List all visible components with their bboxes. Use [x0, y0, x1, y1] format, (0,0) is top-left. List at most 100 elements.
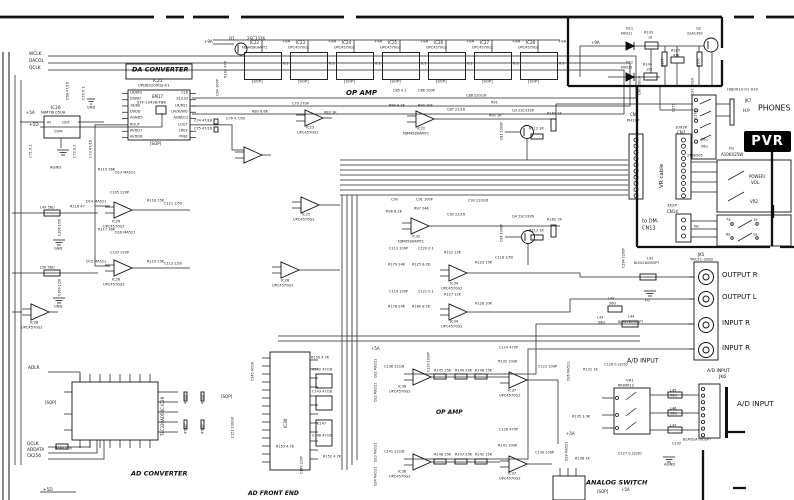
c154: 4700P	[183, 423, 188, 434]
cn6-ref: CN6	[630, 112, 639, 117]
port-output-l: OUTPUT L	[722, 293, 757, 301]
signal-qclk: QCLK	[29, 65, 41, 71]
vr1-part: RK09K12	[618, 383, 634, 388]
c108: C108 1/50	[57, 218, 62, 236]
ic-block-ref-IC27: IC27	[480, 40, 490, 45]
r102: R102 470	[223, 61, 228, 78]
l41-part: BLM21B050SPT	[634, 261, 660, 266]
r127: R127 12K	[444, 292, 461, 297]
ic20-part: NJM78L05UA	[41, 110, 66, 115]
ic-block-part-IC28: UPC4570G2	[518, 45, 539, 50]
c142: C142 47/16	[312, 367, 333, 372]
ic34a-part: UPC4570G2	[441, 286, 463, 291]
jk5-part: YKC21-3282	[690, 257, 714, 262]
c149: C149 220P	[299, 456, 304, 474]
r117: R117 36K	[98, 227, 115, 232]
pvr-badge-text: PVR	[751, 134, 784, 149]
cn14-nc: NC	[694, 224, 700, 229]
r152: R152 4.7K	[323, 454, 342, 459]
section-title-da-converter: DA CONVERTER	[132, 66, 189, 74]
r150: R150 4.7K	[311, 355, 330, 360]
adin-area-label: A/D INPUT	[737, 400, 774, 409]
d12-ref: D12	[626, 60, 634, 65]
ic-block-part-IC25: UPC4570G2	[380, 45, 401, 50]
agnd-1: AGND	[50, 165, 62, 170]
c120: C120 0.1	[418, 246, 434, 251]
ic28a-part: UPC4570G2	[21, 325, 43, 330]
r118: R118 15K	[147, 198, 164, 203]
r153: R153 4.7K	[276, 444, 295, 449]
r105-val: 47K	[673, 53, 680, 58]
r92: R92 1K	[489, 113, 502, 118]
ic-block-supply-IC27: +9A	[512, 39, 521, 44]
d22: D22 MA521	[373, 382, 378, 402]
c143: C143 47/16	[312, 389, 333, 394]
ic21-pkg: [SOP]	[150, 141, 162, 146]
jk5-ref: JK5	[698, 252, 705, 257]
to-dm-line2: CN13	[642, 225, 656, 231]
r97: R97 24K	[414, 206, 429, 211]
r113: R113 1K	[529, 228, 544, 233]
section-title-op-amp-bottom: OP AMP	[436, 409, 463, 416]
c126: C126 0.22/50	[604, 362, 628, 367]
ic-block-supply-IC28: +9A	[558, 39, 567, 44]
ic21-pin-left-7: AVDD8	[130, 134, 143, 139]
ic-block-IC28	[520, 52, 558, 80]
cn7-ref: CN7	[677, 130, 686, 135]
ic21-pin-left-3: DVDD	[130, 109, 141, 114]
l49: L49 56U	[40, 205, 55, 210]
d14: D14 MA521	[86, 199, 107, 204]
c97: C97 10/16	[690, 77, 695, 95]
pvr-badge: PVR	[744, 131, 791, 152]
r141: R141 100K	[498, 443, 518, 448]
vr-l48a: 56u	[701, 137, 708, 142]
c73: C73 47/16	[88, 139, 93, 158]
signal-adlr: ADLR	[28, 365, 40, 371]
ic-block-cap-IC25: 0.1	[421, 61, 427, 66]
ic-block-IC26	[428, 52, 466, 80]
ic21-pin-left-6: AVDD7	[130, 128, 143, 133]
d23: D23 MA521	[373, 442, 378, 462]
ic-block-ref-IC22: IC22	[250, 40, 260, 45]
q3-label: Q3 2SC3326	[512, 108, 534, 113]
vr-vr2: VR2	[750, 199, 759, 204]
c194: C194 2200P	[621, 247, 626, 268]
d26: D26 MA521	[566, 361, 571, 381]
ic-block-supply-IC23: +9A	[328, 39, 337, 44]
supply-5a-2: +5A	[566, 431, 575, 436]
cn14-box	[675, 213, 692, 243]
ic23-part: UPC4570G2	[297, 130, 319, 135]
r123: R123 15K	[475, 260, 492, 265]
phones-jack-box	[691, 94, 717, 160]
r144: R144 15K	[455, 368, 472, 373]
signal-dacol: DACOL	[29, 58, 44, 64]
r167: R167 100	[55, 446, 72, 451]
jk5-box	[693, 261, 719, 361]
c69: C69 47/16	[65, 81, 70, 100]
c174: C174	[693, 110, 698, 119]
r146: R146 15K	[475, 368, 492, 373]
ic21-pin-right-2: LR/RS1	[175, 103, 188, 108]
r180: R180 8.2K	[412, 304, 431, 309]
ic28b-ref: IC28	[281, 278, 290, 283]
c152: C152 100/16	[230, 416, 235, 438]
r105: R105	[671, 48, 681, 53]
vr-power: POWER/	[749, 174, 766, 179]
ic21-pin-right-7: PREF	[179, 134, 188, 139]
r132: R132 100K	[498, 359, 518, 364]
l43: L43	[597, 315, 604, 320]
phones-bracket	[729, 98, 735, 126]
section-title-ad-front-end: AD FRONT END	[248, 490, 299, 497]
r131: R131 1K	[583, 367, 598, 372]
ic-block-ref-IC24: IC24	[342, 40, 352, 45]
ic20-pin-in: IN	[47, 120, 51, 125]
ic37b-part: UPC4570G2	[499, 476, 521, 481]
ic36a-part: UPC4570G2	[389, 389, 411, 394]
signal-addata: ADDATA	[27, 447, 45, 453]
phones-ref: JK7	[745, 98, 752, 103]
ic-block-IC22	[244, 52, 282, 80]
r179: R179 24K	[388, 262, 405, 267]
d16: D16 MA521	[115, 230, 136, 235]
ic20-ref: IC20	[51, 105, 61, 111]
ic21-pin-left-5: ROUT	[130, 122, 140, 126]
